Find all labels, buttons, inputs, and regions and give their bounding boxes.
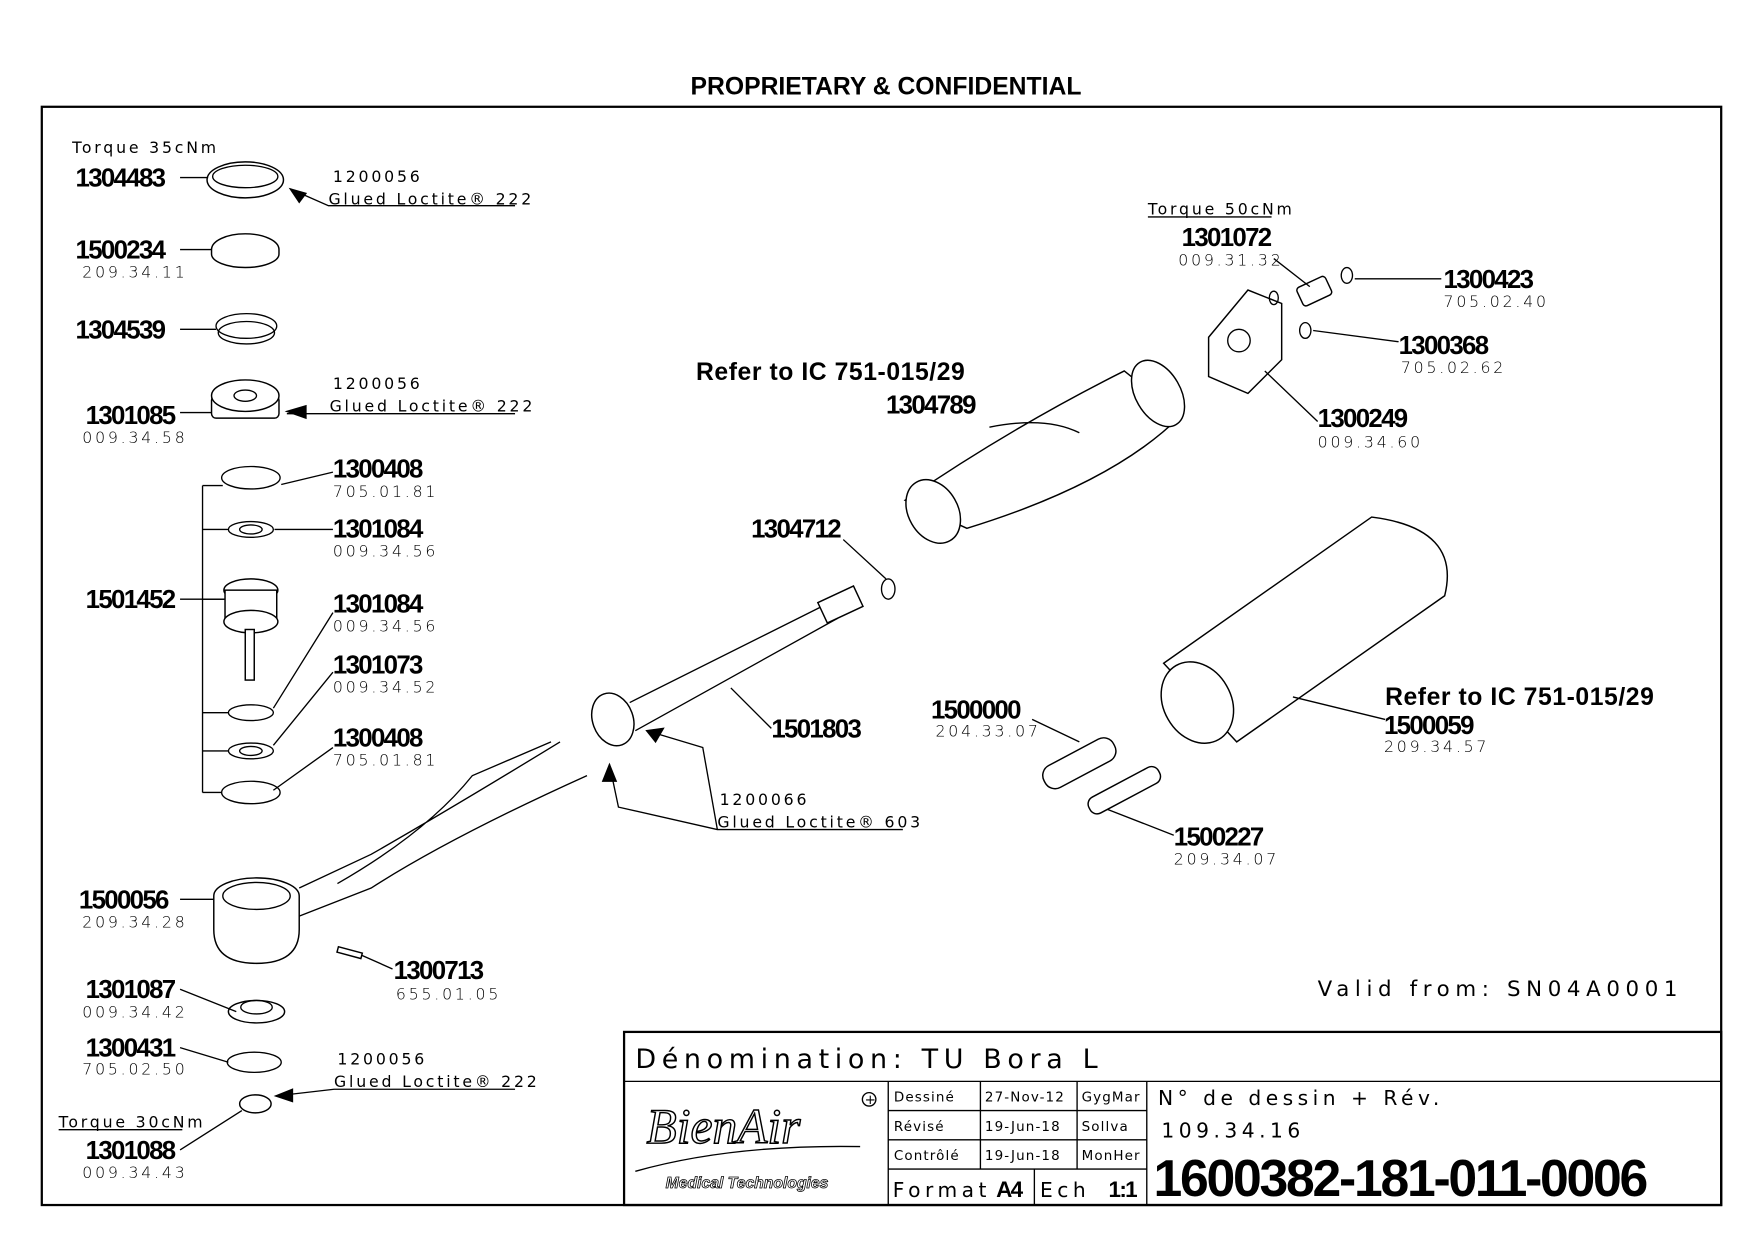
part-number: 1501452	[86, 586, 176, 614]
part-ref: 705.01.81	[333, 751, 438, 770]
part-ref: 009.34.42	[82, 1002, 187, 1021]
row-role: Dessiné	[894, 1090, 955, 1106]
torque-note: Torque 50cNm	[1147, 200, 1295, 219]
part-ref: 209.34.11	[82, 263, 187, 282]
part-ref: 009.34.60	[1318, 432, 1423, 451]
glue-code: 1200056	[333, 167, 423, 186]
part-number: 1300408	[333, 456, 423, 484]
part-number: 1301084	[333, 515, 424, 543]
scale-value: 1:1	[1109, 1177, 1138, 1202]
svg-text:+: +	[865, 1092, 877, 1108]
part-ref: 655.01.05	[396, 984, 501, 1003]
part-number: 1301084	[333, 591, 424, 619]
torque-note: Torque 30cNm	[58, 1112, 206, 1131]
part-ref: 209.34.57	[1384, 737, 1489, 756]
svg-text:BienAir: BienAir	[647, 1099, 802, 1154]
row-date: 19-Jun-18	[985, 1119, 1061, 1135]
part-ref: 009.34.56	[333, 541, 438, 560]
part-number: 1500234	[76, 237, 167, 265]
glue-code: 1200056	[337, 1050, 427, 1069]
denomination: Dénomination: TU Bora L	[635, 1044, 1103, 1075]
part-ref: 009.34.43	[82, 1163, 187, 1182]
row-role: Contrôlé	[894, 1148, 960, 1164]
part-ref: 204.33.07	[935, 721, 1040, 740]
part-number: 1304539	[76, 316, 166, 344]
glue-note: Glued Loctite® 222	[334, 1072, 540, 1091]
glue-code: 1200056	[333, 374, 423, 393]
valid-from: Valid from: SN04A0001	[1318, 977, 1683, 1002]
format-label: Format	[893, 1178, 991, 1202]
part-ref: 705.02.50	[82, 1060, 187, 1079]
part-drawings-left	[201, 161, 588, 1114]
part-number: 1304712	[751, 515, 841, 543]
part-drawings-right	[590, 266, 1449, 815]
scale-label: Ech	[1040, 1178, 1090, 1202]
part-number: 1301087	[86, 976, 176, 1004]
row-date: 27-Nov-12	[985, 1090, 1065, 1106]
part-number: 1500056	[79, 886, 169, 914]
part-callouts: 1304483 1500234 209.34.11 1304539 130108…	[76, 165, 1549, 1182]
bien-air-logo: BienAir Medical Technologies +	[635, 1092, 877, 1193]
part-number: 1300713	[394, 957, 484, 985]
row-who: Sollva	[1082, 1119, 1129, 1135]
part-number: 1304789	[886, 392, 976, 420]
part-number: 1501803	[771, 715, 861, 743]
part-ref: 705.02.62	[1401, 358, 1506, 377]
part-ref: 009.34.52	[333, 677, 438, 696]
part-number: 1500227	[1174, 823, 1264, 851]
refer-note: Refer to IC 751-015/29	[1385, 684, 1654, 711]
torque-note: Torque 35cNm	[71, 138, 219, 157]
part-ref: 209.34.28	[82, 912, 187, 931]
row-who: GygMar	[1082, 1090, 1141, 1106]
leader-lines	[58, 176, 1442, 1151]
format-value: A4	[996, 1177, 1024, 1202]
part-ref: 009.34.58	[82, 428, 187, 447]
part-ref: 705.01.81	[333, 482, 438, 501]
row-who: MonHer	[1082, 1148, 1141, 1164]
svg-text:Medical Technologies: Medical Technologies	[666, 1175, 829, 1192]
part-number: 1300431	[86, 1035, 176, 1063]
part-number: 1500000	[931, 696, 1021, 724]
part-ref: 009.31.32	[1178, 250, 1283, 269]
part-ref: 209.34.07	[1174, 849, 1279, 868]
drawing-label: N° de dessin + Rév.	[1158, 1086, 1444, 1110]
part-number: 1300408	[333, 724, 423, 752]
title-block: Dénomination: TU Bora L BienAir Medical …	[622, 1030, 1723, 1207]
glue-note: Glued Loctite® 222	[328, 190, 534, 209]
part-number: 1301085	[86, 402, 176, 430]
drawing-ref: 109.34.16	[1161, 1119, 1304, 1143]
refer-note: Refer to IC 751-015/29	[696, 359, 965, 386]
part-number: 1301088	[86, 1137, 176, 1165]
part-number: 1301072	[1182, 224, 1272, 252]
part-number: 1500059	[1384, 712, 1474, 740]
part-number: 1301073	[333, 651, 423, 679]
part-ref: 705.02.40	[1444, 292, 1549, 311]
confidential-header: PROPRIETARY & CONFIDENTIAL	[691, 73, 1082, 100]
drawing-number: 1600382-181-011-0006	[1154, 1149, 1647, 1207]
part-number: 1300368	[1399, 332, 1489, 360]
glue-note: Glued Loctite® 603	[717, 812, 923, 831]
glue-code: 1200066	[720, 790, 810, 809]
row-date: 19-Jun-18	[985, 1148, 1061, 1164]
part-number: 1300423	[1444, 266, 1534, 294]
glue-note: Glued Loctite® 222	[330, 396, 536, 415]
part-ref: 009.34.56	[333, 617, 438, 636]
part-number: 1300249	[1318, 405, 1408, 433]
part-number: 1304483	[76, 165, 166, 193]
row-role: Révisé	[894, 1119, 945, 1135]
